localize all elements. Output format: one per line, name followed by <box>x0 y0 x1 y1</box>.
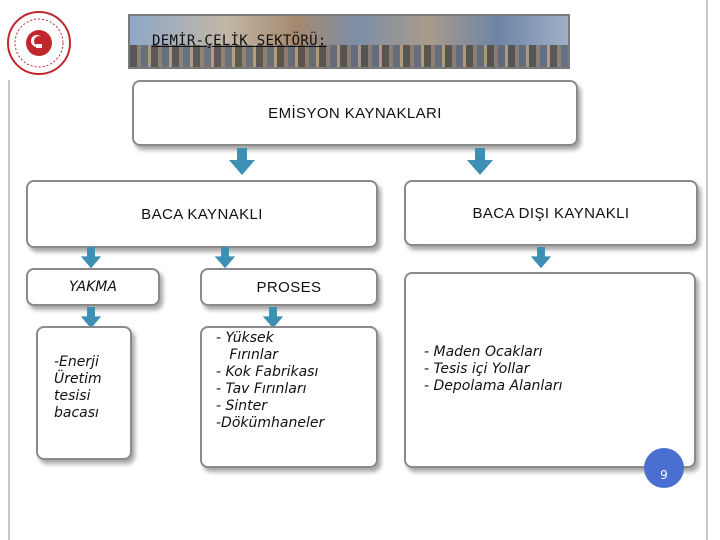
list-item: - Tav Fırınları <box>216 381 307 397</box>
banner-title: DEMİR-ÇELİK SEKTÖRÜ: <box>152 33 327 49</box>
list-item: - Sinter <box>216 398 268 414</box>
process-label: PROSES <box>256 278 322 296</box>
frame-line-right <box>706 0 708 540</box>
combustion-label: YAKMA <box>69 279 117 295</box>
emission-sources-label: EMİSYON KAYNAKLARI <box>268 104 442 122</box>
city-skyline-image <box>130 45 568 67</box>
list-item: Üretim <box>54 371 102 387</box>
list-item: - Tesis içi Yollar <box>424 361 530 377</box>
non-stack-sources-label: BACA DIŞI KAYNAKLI <box>472 204 630 222</box>
energy-plant-stack-list: -Enerji Üretim tesisi bacası <box>54 354 102 422</box>
emission-sources-box: EMİSYON KAYNAKLARI <box>132 80 578 146</box>
list-item: -Enerji <box>54 354 99 370</box>
arrow-down-icon <box>214 247 236 269</box>
list-item: - Depolama Alanları <box>424 378 563 394</box>
process-box: PROSES <box>200 268 378 306</box>
arrow-down-icon <box>229 148 255 175</box>
energy-plant-stack-box <box>36 326 132 460</box>
process-sources-list: - Yüksek Fırınlar - Kok Fabrikası - Tav … <box>216 330 324 432</box>
list-item: bacası <box>54 405 99 421</box>
arrow-down-icon <box>80 307 102 329</box>
stack-sources-label: BACA KAYNAKLI <box>141 205 263 223</box>
list-item: - Yüksek <box>216 330 274 346</box>
non-stack-items-list: - Maden Ocakları - Tesis içi Yollar - De… <box>424 344 563 395</box>
combustion-box: YAKMA <box>26 268 160 306</box>
arrow-down-icon <box>467 148 493 175</box>
arrow-down-icon <box>80 247 102 269</box>
list-item: Fırınlar <box>216 347 279 363</box>
ministry-seal-logo <box>7 11 71 75</box>
non-stack-sources-box: BACA DIŞI KAYNAKLI <box>404 180 698 246</box>
frame-line-left <box>8 80 10 540</box>
list-item: - Kok Fabrikası <box>216 364 319 380</box>
arrow-down-icon <box>530 247 552 269</box>
stack-sources-box: BACA KAYNAKLI <box>26 180 378 248</box>
arrow-down-icon <box>262 307 284 329</box>
page-number: 9 <box>660 468 668 482</box>
list-item: tesisi <box>54 388 91 404</box>
page-number-badge: 9 <box>644 448 684 488</box>
process-sources-box <box>200 326 378 468</box>
list-item: - Maden Ocakları <box>424 344 543 360</box>
non-stack-items-box <box>404 272 696 468</box>
sector-banner: DEMİR-ÇELİK SEKTÖRÜ: <box>128 14 570 69</box>
list-item: -Dökümhaneler <box>216 415 325 431</box>
